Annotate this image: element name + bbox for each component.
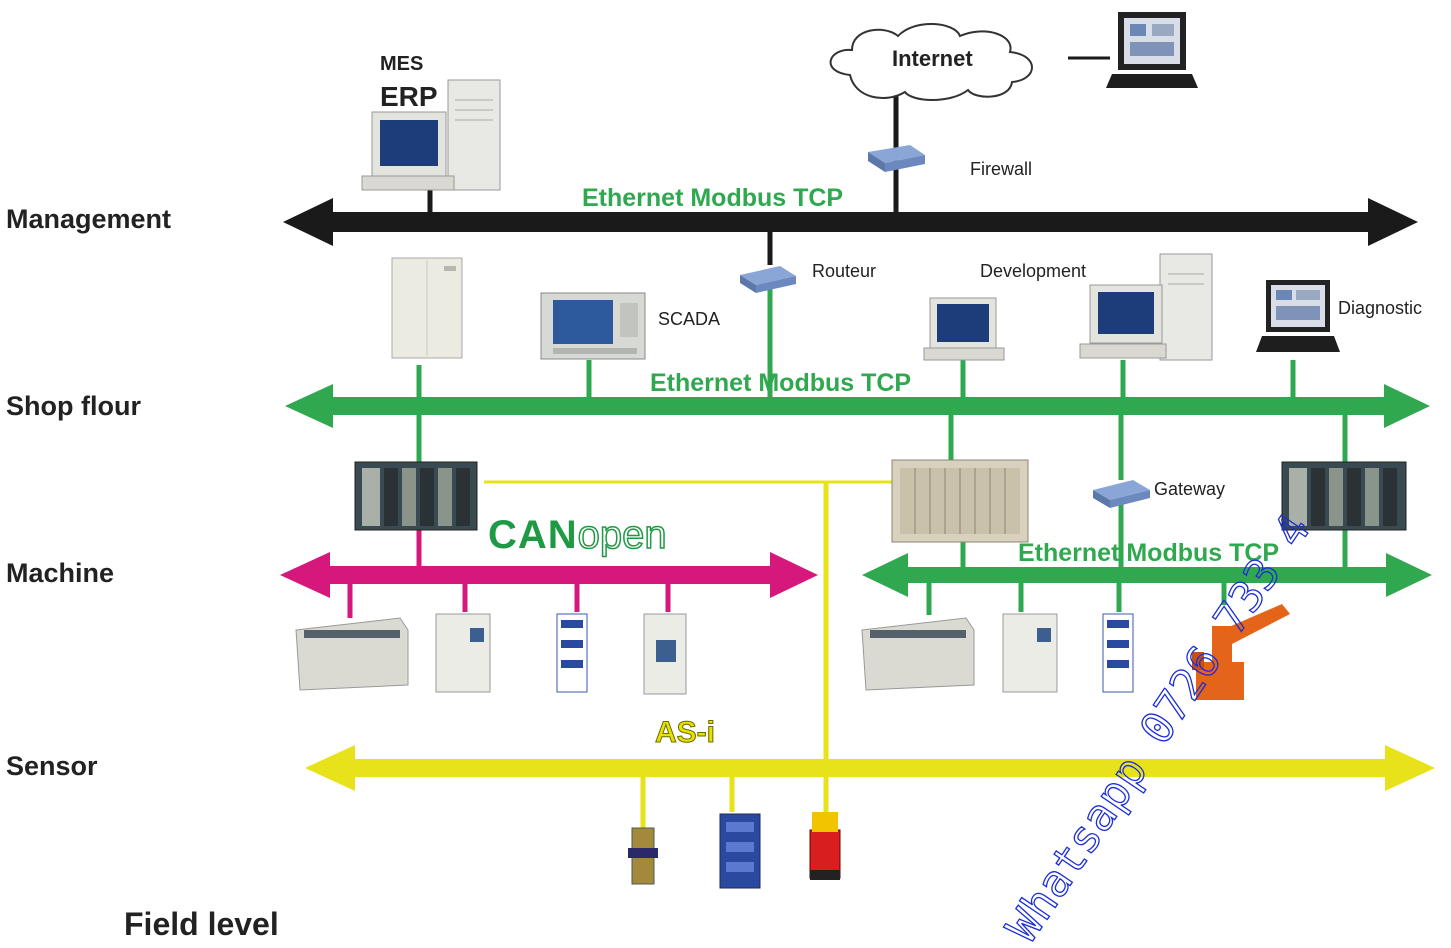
inductive-sensor-icon (628, 827, 658, 885)
robot-arm-icon (1192, 604, 1290, 700)
erp-label: ERP (380, 81, 438, 112)
connectors (347, 56, 1348, 828)
asi-bus-label: AS-i (655, 716, 715, 749)
mes-label: MES (380, 53, 423, 75)
mes-erp-server-icon (361, 79, 501, 191)
machine-ethernet-bus (862, 553, 1432, 597)
firewall-label: Firewall (970, 159, 1032, 179)
gateway-icon (1093, 480, 1150, 508)
scada-label: SCADA (658, 309, 720, 329)
management-bus (283, 198, 1418, 246)
gateway-label: Gateway (1154, 479, 1225, 499)
drive-left-icon (435, 613, 491, 693)
development-workstation-icon (1079, 253, 1213, 361)
blue-io-right-icon (1102, 613, 1134, 693)
level-label-shop-floor: Shop flour (6, 391, 141, 421)
emergency-stop-icon (809, 812, 841, 880)
internet-cloud-icon (829, 22, 1033, 101)
blue-io-left-icon (556, 613, 588, 693)
shop-floor-bus-label: Ethernet Modbus TCP (650, 369, 911, 397)
canopen-logo: CANopen (488, 513, 667, 557)
level-label-sensor: Sensor (6, 751, 98, 781)
firewall-icon (868, 145, 925, 172)
management-bus-label: Ethernet Modbus TCP (582, 184, 843, 212)
canopen-logo-thin: open (578, 513, 667, 557)
asi-module-icon (719, 813, 761, 889)
motor-starter-left-icon (643, 613, 687, 695)
canopen-logo-bold: CAN (488, 513, 578, 557)
development-label: Development (980, 261, 1086, 281)
router-label: Routeur (812, 261, 876, 281)
level-label-machine: Machine (6, 558, 114, 588)
drive-right-icon (1002, 613, 1058, 693)
canopen-bus (280, 552, 818, 598)
scada-panel-icon (540, 292, 646, 360)
io-module-right-icon (861, 617, 975, 691)
machine-ethernet-bus-label: Ethernet Modbus TCP (1018, 539, 1279, 567)
control-cabinet-icon (391, 257, 463, 359)
level-label-management: Management (6, 204, 171, 234)
internet-label: Internet (892, 46, 973, 71)
shop-floor-bus (285, 384, 1430, 428)
io-module-left-icon (295, 617, 409, 691)
diagnostic-label: Diagnostic (1338, 298, 1422, 318)
diagnostic-laptop-icon (1256, 280, 1340, 352)
plc-rack-right-icon (1281, 461, 1407, 531)
asi-bus (305, 745, 1435, 791)
plc-rack-center-icon (891, 459, 1029, 543)
level-label-field: Field level (124, 906, 279, 942)
router-icon (740, 266, 796, 293)
remote-laptop-icon (1106, 12, 1198, 88)
development-pc-icon (923, 297, 1005, 361)
plc-rack-left-icon (354, 461, 478, 531)
